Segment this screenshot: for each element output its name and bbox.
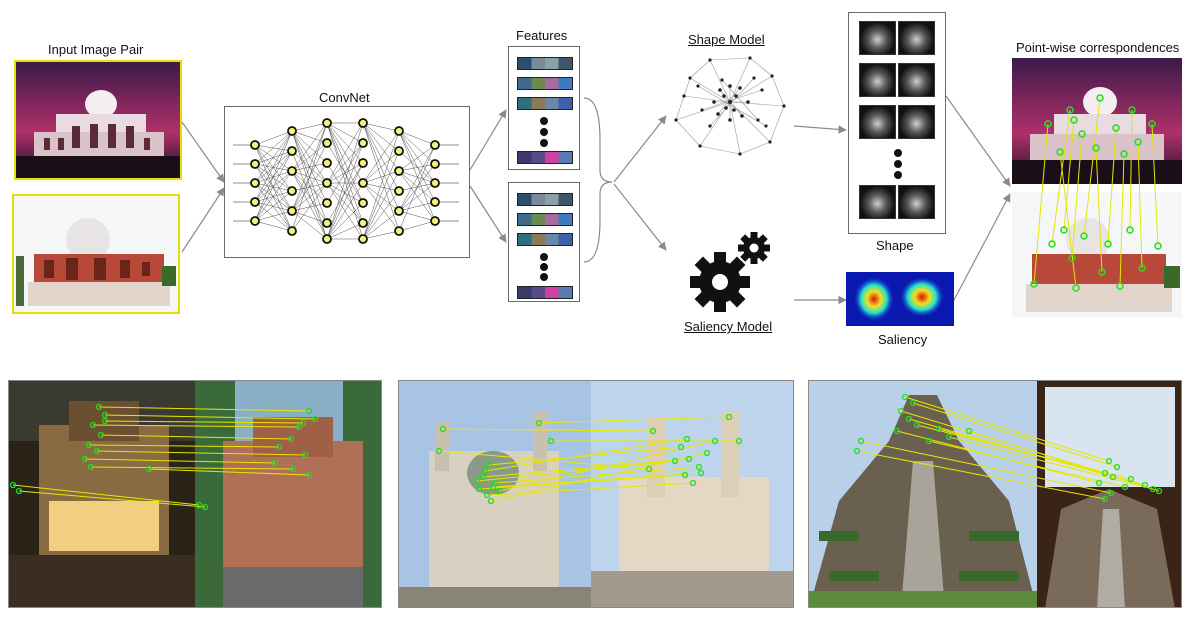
ellipsis-dot: [540, 139, 548, 147]
ellipsis-dot: [540, 263, 548, 271]
correspondences-label: Point-wise correspondences: [1016, 40, 1180, 55]
feature-map: [517, 193, 573, 206]
ellipsis-dot: [540, 253, 548, 261]
ellipsis-dot: [894, 160, 902, 168]
feature-map: [517, 213, 573, 226]
saliency-map: [846, 272, 954, 326]
example-pair-3: [808, 380, 1182, 608]
saliency-model-label: Saliency Model: [684, 319, 773, 334]
shape-maps-box: [848, 12, 946, 234]
ellipsis-dot: [894, 171, 902, 179]
features-label: Features: [516, 28, 568, 43]
example-pair-2: [398, 380, 794, 608]
ellipsis-dot: [540, 128, 548, 136]
gear-icon: [690, 232, 770, 312]
correspondence-lines: [1030, 94, 1162, 292]
ellipsis-dot: [540, 273, 548, 281]
shape-model-label: Shape Model: [688, 32, 765, 47]
shape-map: [859, 63, 935, 97]
feature-map: [517, 233, 573, 246]
output-image-bottom: [1012, 192, 1182, 318]
feature-map: [517, 286, 573, 299]
graph-icon: [674, 56, 786, 156]
shape-map: [859, 21, 935, 55]
saliency-label: Saliency: [878, 332, 928, 347]
input-image-bottom: [12, 194, 180, 314]
feature-map: [517, 57, 573, 70]
feature-map: [517, 151, 573, 164]
feature-map: [517, 77, 573, 90]
features-box-bottom: [508, 182, 580, 302]
input-pair-label: Input Image Pair: [48, 42, 144, 57]
example-pair-1: [8, 380, 382, 608]
shape-map: [859, 105, 935, 139]
neural-network-graph: [233, 118, 459, 244]
shape-map: [859, 185, 935, 219]
input-image-top: [14, 60, 182, 180]
convnet-box: [224, 106, 470, 258]
convnet-label: ConvNet: [319, 90, 370, 105]
shape-label: Shape: [876, 238, 914, 253]
ellipsis-dot: [540, 117, 548, 125]
pipeline-arrows: [181, 95, 1011, 305]
features-box-top: [508, 46, 580, 170]
feature-map: [517, 97, 573, 110]
ellipsis-dot: [894, 149, 902, 157]
